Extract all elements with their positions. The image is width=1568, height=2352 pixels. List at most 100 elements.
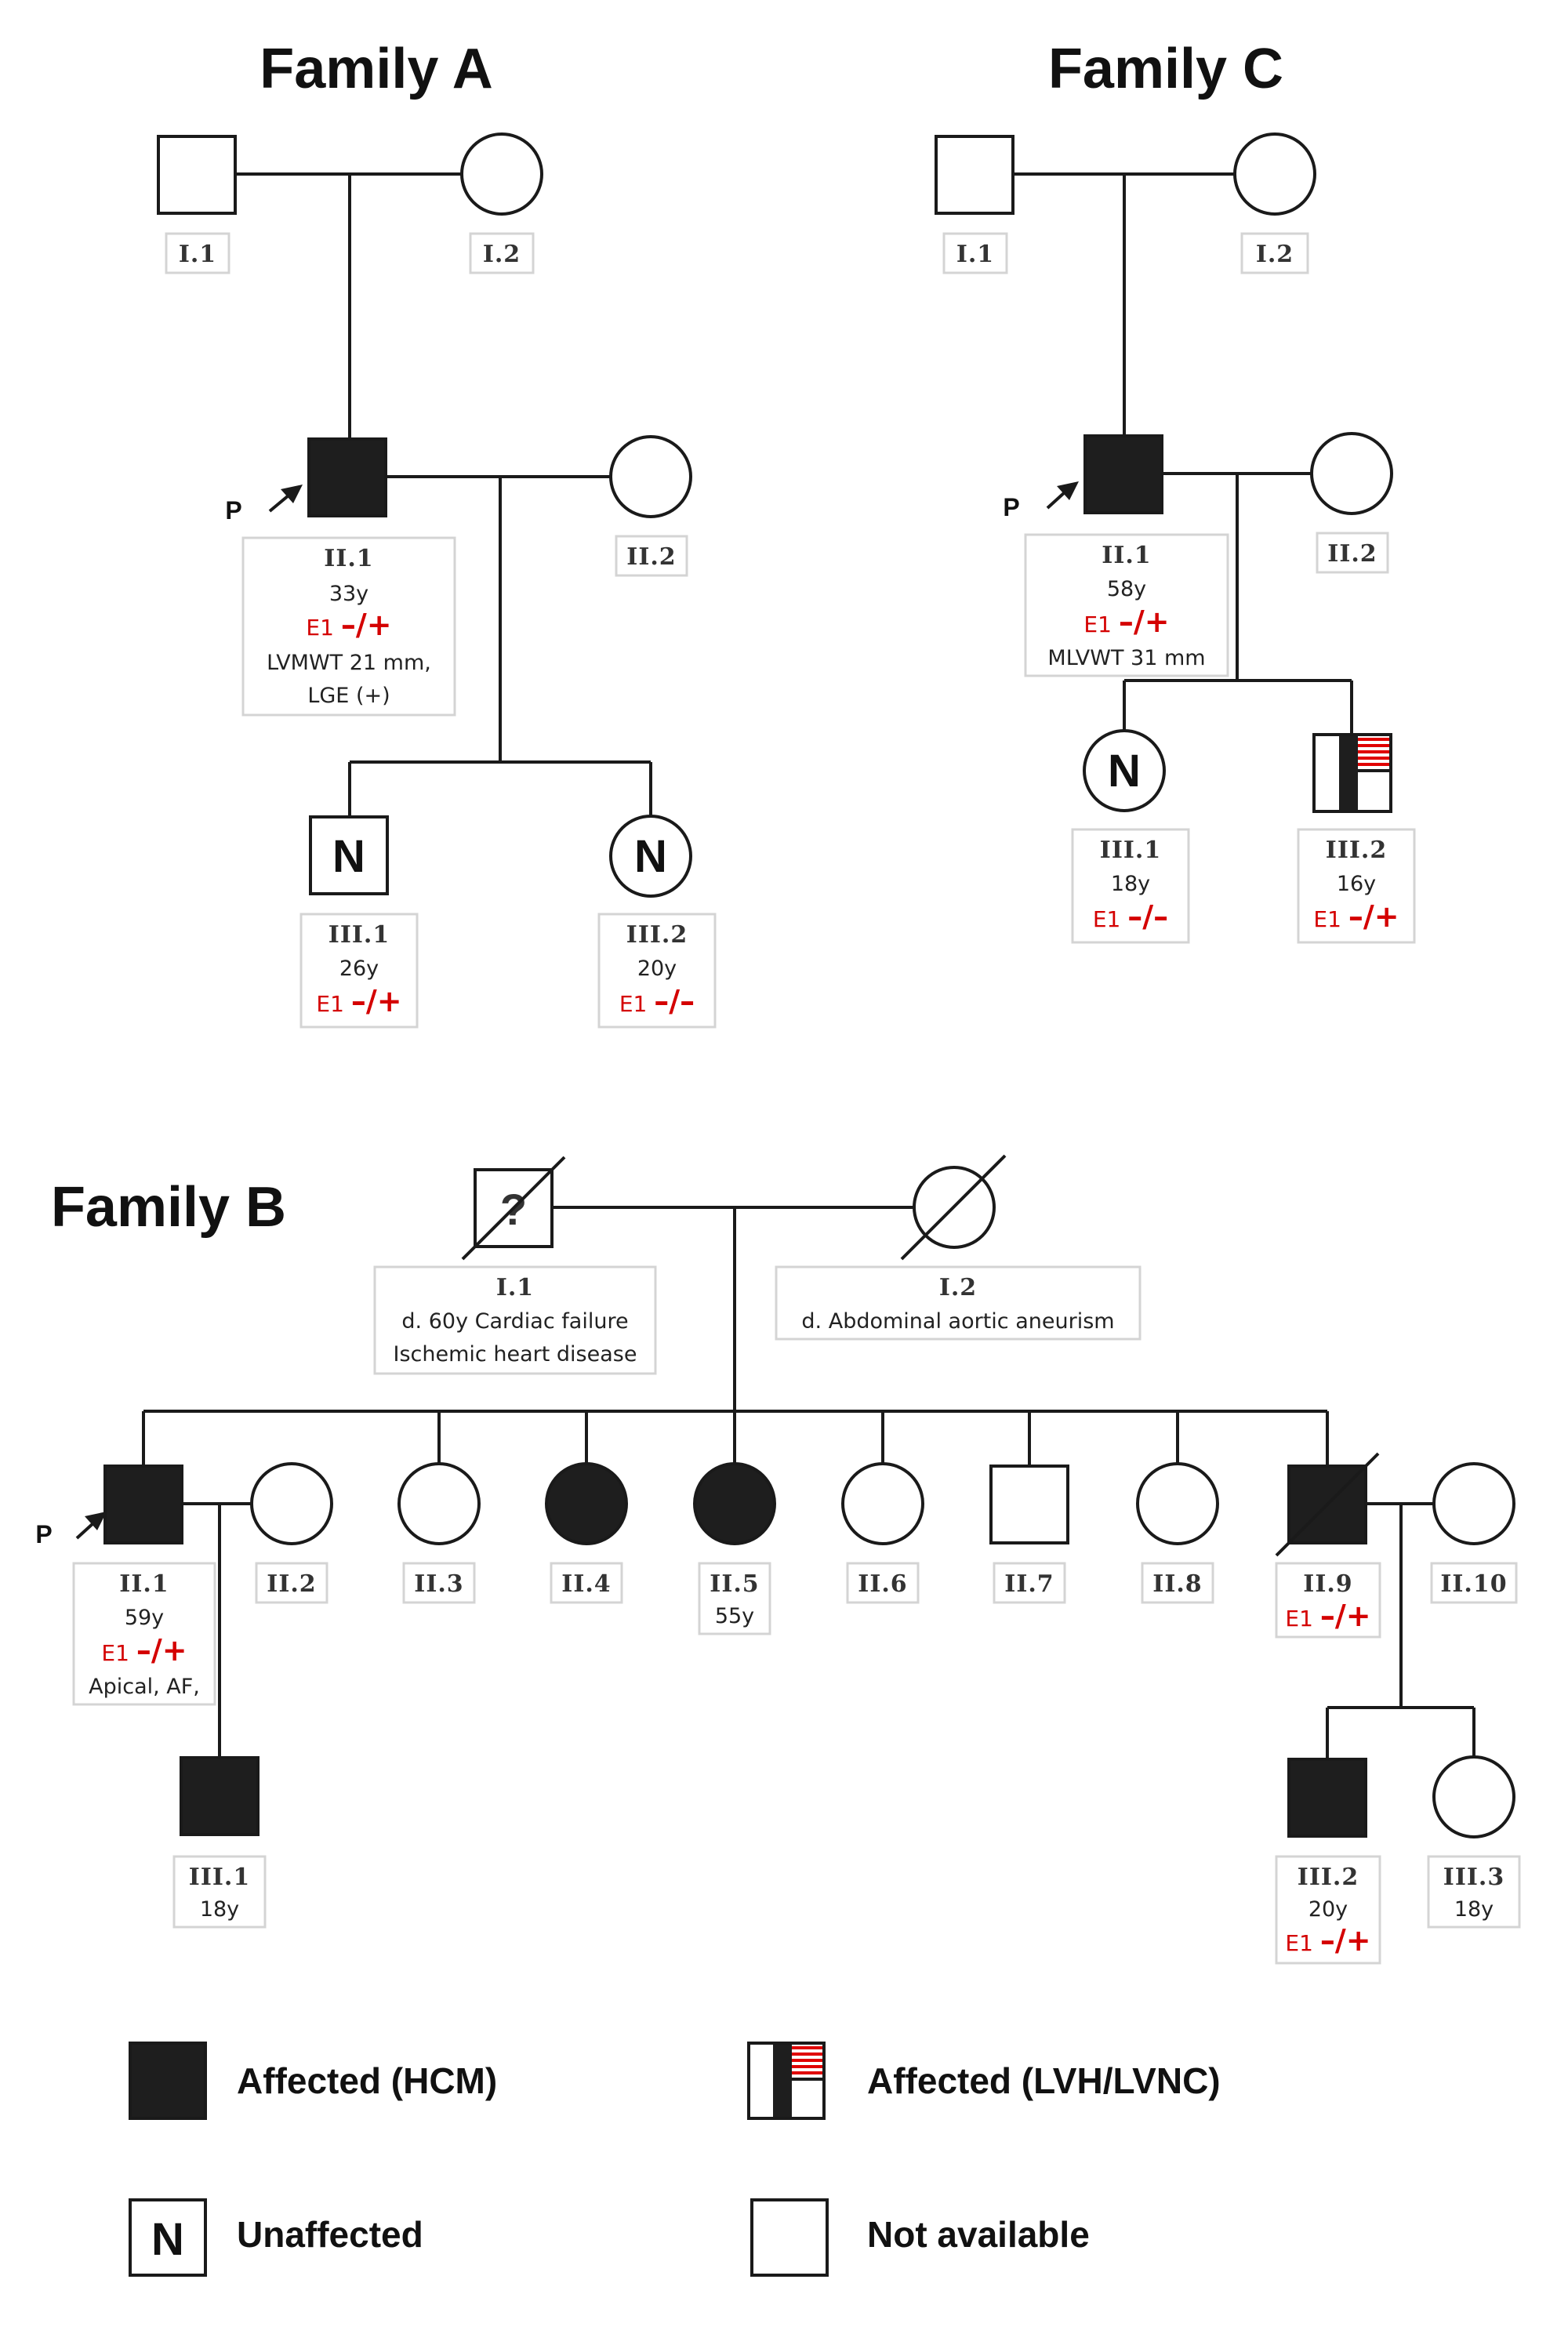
family-c-iii1-label: III.1 18y E1 –/– bbox=[1071, 828, 1190, 944]
family-b-ii4-affected-female-symbol bbox=[545, 1462, 628, 1545]
svg-text:II.10: II.10 bbox=[1440, 1570, 1507, 1598]
family-b-ii9-label: II.9 E1 –/+ bbox=[1275, 1562, 1381, 1639]
family-a-ii1-affected-male-symbol bbox=[307, 437, 387, 517]
family-b-ii10-label: II.10 bbox=[1430, 1562, 1518, 1604]
svg-text:II.1: II.1 bbox=[1102, 542, 1151, 569]
family-b-iii2-affected-male-symbol bbox=[1287, 1758, 1367, 1838]
family-a-lines bbox=[237, 172, 652, 817]
family-a-title: Family A bbox=[260, 38, 492, 100]
svg-text:P: P bbox=[35, 1520, 52, 1548]
svg-text:II.2: II.2 bbox=[1327, 540, 1377, 568]
family-b-ii3-label: II.3 bbox=[402, 1562, 476, 1604]
family-b-ii1-affected-male-symbol bbox=[103, 1465, 183, 1544]
svg-text:II.5: II.5 bbox=[710, 1570, 759, 1598]
legend-not-available: Not available bbox=[750, 2198, 1090, 2277]
svg-text:18y: 18y bbox=[1111, 872, 1150, 896]
family-b-lines bbox=[142, 1206, 1475, 1759]
svg-text:II.7: II.7 bbox=[1004, 1570, 1054, 1598]
family-a-i1-male-symbol bbox=[157, 135, 237, 215]
family-c-iii1-unaffected-female-symbol bbox=[1083, 729, 1166, 812]
family-b-iii3-label: III.3 18y bbox=[1427, 1855, 1521, 1929]
family-c-ii1-label: II.1 58y E1 –/+ MLVWT 31 mm bbox=[1024, 533, 1229, 677]
legend-unaffected: N Unaffected bbox=[129, 2198, 423, 2277]
svg-text:II.2: II.2 bbox=[267, 1570, 316, 1598]
svg-text:II.1: II.1 bbox=[119, 1570, 169, 1598]
svg-text:P: P bbox=[1003, 493, 1019, 521]
svg-text:III.2: III.2 bbox=[626, 921, 688, 949]
svg-text:20y: 20y bbox=[1308, 1897, 1348, 1922]
svg-text:III.2: III.2 bbox=[1326, 837, 1387, 864]
family-b-ii9-deceased-slash bbox=[1275, 1452, 1380, 1557]
svg-text:E1 –/+: E1 –/+ bbox=[1313, 899, 1399, 934]
svg-text:III.1: III.1 bbox=[328, 921, 390, 949]
family-b-ii8-label: II.8 bbox=[1141, 1562, 1214, 1604]
svg-text:E1 –/+: E1 –/+ bbox=[1285, 1923, 1370, 1958]
family-c-i2-female-symbol bbox=[1233, 132, 1316, 216]
family-c-title: Family C bbox=[1048, 38, 1283, 100]
svg-text:I.2: I.2 bbox=[939, 1274, 977, 1301]
legend: Affected (HCM) Affected (LVH/LVNC) bbox=[129, 2042, 1221, 2277]
svg-text:III.2: III.2 bbox=[1298, 1864, 1359, 1891]
family-b-ii5-label: II.5 55y bbox=[698, 1562, 771, 1635]
family-b-ii6-female-symbol bbox=[841, 1462, 924, 1545]
family-a-iii1-unaffected-male-symbol bbox=[309, 815, 389, 895]
svg-text:III.1: III.1 bbox=[1100, 837, 1161, 864]
legend-not-available-symbol bbox=[750, 2198, 829, 2277]
family-c-iii2-lvh-lvnc-male-symbol bbox=[1312, 733, 1392, 813]
family-b-title: Family B bbox=[51, 1176, 286, 1239]
family-b-ii2-female-symbol bbox=[250, 1462, 333, 1545]
svg-text:I.2: I.2 bbox=[483, 241, 521, 268]
family-b-iii1-affected-male-symbol bbox=[180, 1756, 260, 1836]
svg-text:I.2: I.2 bbox=[1256, 241, 1294, 268]
legend-affected-hcm-label: Affected (HCM) bbox=[237, 2060, 497, 2101]
svg-text:I.1: I.1 bbox=[496, 1274, 534, 1301]
family-b-ii3-female-symbol bbox=[397, 1462, 481, 1545]
family-a-i2-label: I.2 bbox=[469, 232, 535, 274]
svg-text:II.4: II.4 bbox=[561, 1570, 611, 1598]
legend-unaffected-label: Unaffected bbox=[237, 2214, 423, 2255]
family-b-ii10-female-symbol bbox=[1432, 1462, 1515, 1545]
svg-text:II.6: II.6 bbox=[858, 1570, 907, 1598]
svg-text:E1 –/+: E1 –/+ bbox=[306, 608, 391, 642]
svg-text:II.9: II.9 bbox=[1303, 1570, 1352, 1598]
svg-text:59y: 59y bbox=[125, 1606, 164, 1630]
legend-affected-lvh: Affected (LVH/LVNC) bbox=[747, 2042, 1221, 2120]
family-b-ii4-label: II.4 bbox=[550, 1562, 623, 1604]
family-a-proband-arrow: P bbox=[225, 485, 303, 524]
family-a-i1-label: I.1 bbox=[165, 232, 230, 274]
family-c-i2-label: I.2 bbox=[1240, 232, 1309, 274]
family-c-i1-label: I.1 bbox=[942, 232, 1008, 274]
family-c-ii1-affected-male-symbol bbox=[1083, 434, 1163, 514]
svg-text:III.3: III.3 bbox=[1443, 1864, 1504, 1891]
svg-text:26y: 26y bbox=[339, 956, 379, 981]
svg-text:II.8: II.8 bbox=[1152, 1570, 1202, 1598]
family-b-iii2-label: III.2 20y E1 –/+ bbox=[1275, 1855, 1381, 1965]
svg-text:d. 60y Cardiac failure: d. 60y Cardiac failure bbox=[401, 1309, 628, 1334]
legend-not-available-label: Not available bbox=[867, 2214, 1090, 2255]
family-b-ii6-label: II.6 bbox=[846, 1562, 920, 1604]
family-c-ii2-label: II.2 bbox=[1316, 532, 1389, 574]
svg-text:II.1: II.1 bbox=[324, 545, 373, 572]
family-b-ii5-affected-female-symbol bbox=[693, 1462, 776, 1545]
svg-text:E1 –/–: E1 –/– bbox=[1093, 899, 1168, 934]
family-b-i1-label: I.1 d. 60y Cardiac failure Ischemic hear… bbox=[373, 1265, 657, 1375]
family-a-ii2-female-symbol bbox=[609, 435, 692, 518]
family-a-iii2-label: III.2 20y E1 –/– bbox=[597, 913, 717, 1029]
svg-text:E1 –/+: E1 –/+ bbox=[1285, 1599, 1370, 1633]
legend-unaffected-symbol bbox=[129, 2198, 207, 2277]
svg-text:E1 –/+: E1 –/+ bbox=[1083, 604, 1169, 639]
family-c: Family C I.1 I.2 P bbox=[935, 38, 1416, 944]
family-c-iii2-label: III.2 16y E1 –/+ bbox=[1297, 828, 1416, 944]
svg-text:I.1: I.1 bbox=[179, 241, 216, 268]
family-c-ii2-female-symbol bbox=[1310, 432, 1393, 515]
svg-text:18y: 18y bbox=[200, 1897, 239, 1922]
family-b-ii7-label: II.7 bbox=[993, 1562, 1066, 1604]
svg-text:Apical, AF,: Apical, AF, bbox=[89, 1675, 200, 1699]
svg-text:d. Abdominal aortic aneurism: d. Abdominal aortic aneurism bbox=[801, 1309, 1114, 1334]
family-b-iii3-female-symbol bbox=[1432, 1755, 1515, 1838]
family-c-i1-male-symbol bbox=[935, 135, 1014, 215]
family-a-iii1-status-letter: N bbox=[332, 831, 365, 882]
svg-text:LGE (+): LGE (+) bbox=[307, 684, 390, 708]
svg-text:55y: 55y bbox=[715, 1604, 754, 1628]
